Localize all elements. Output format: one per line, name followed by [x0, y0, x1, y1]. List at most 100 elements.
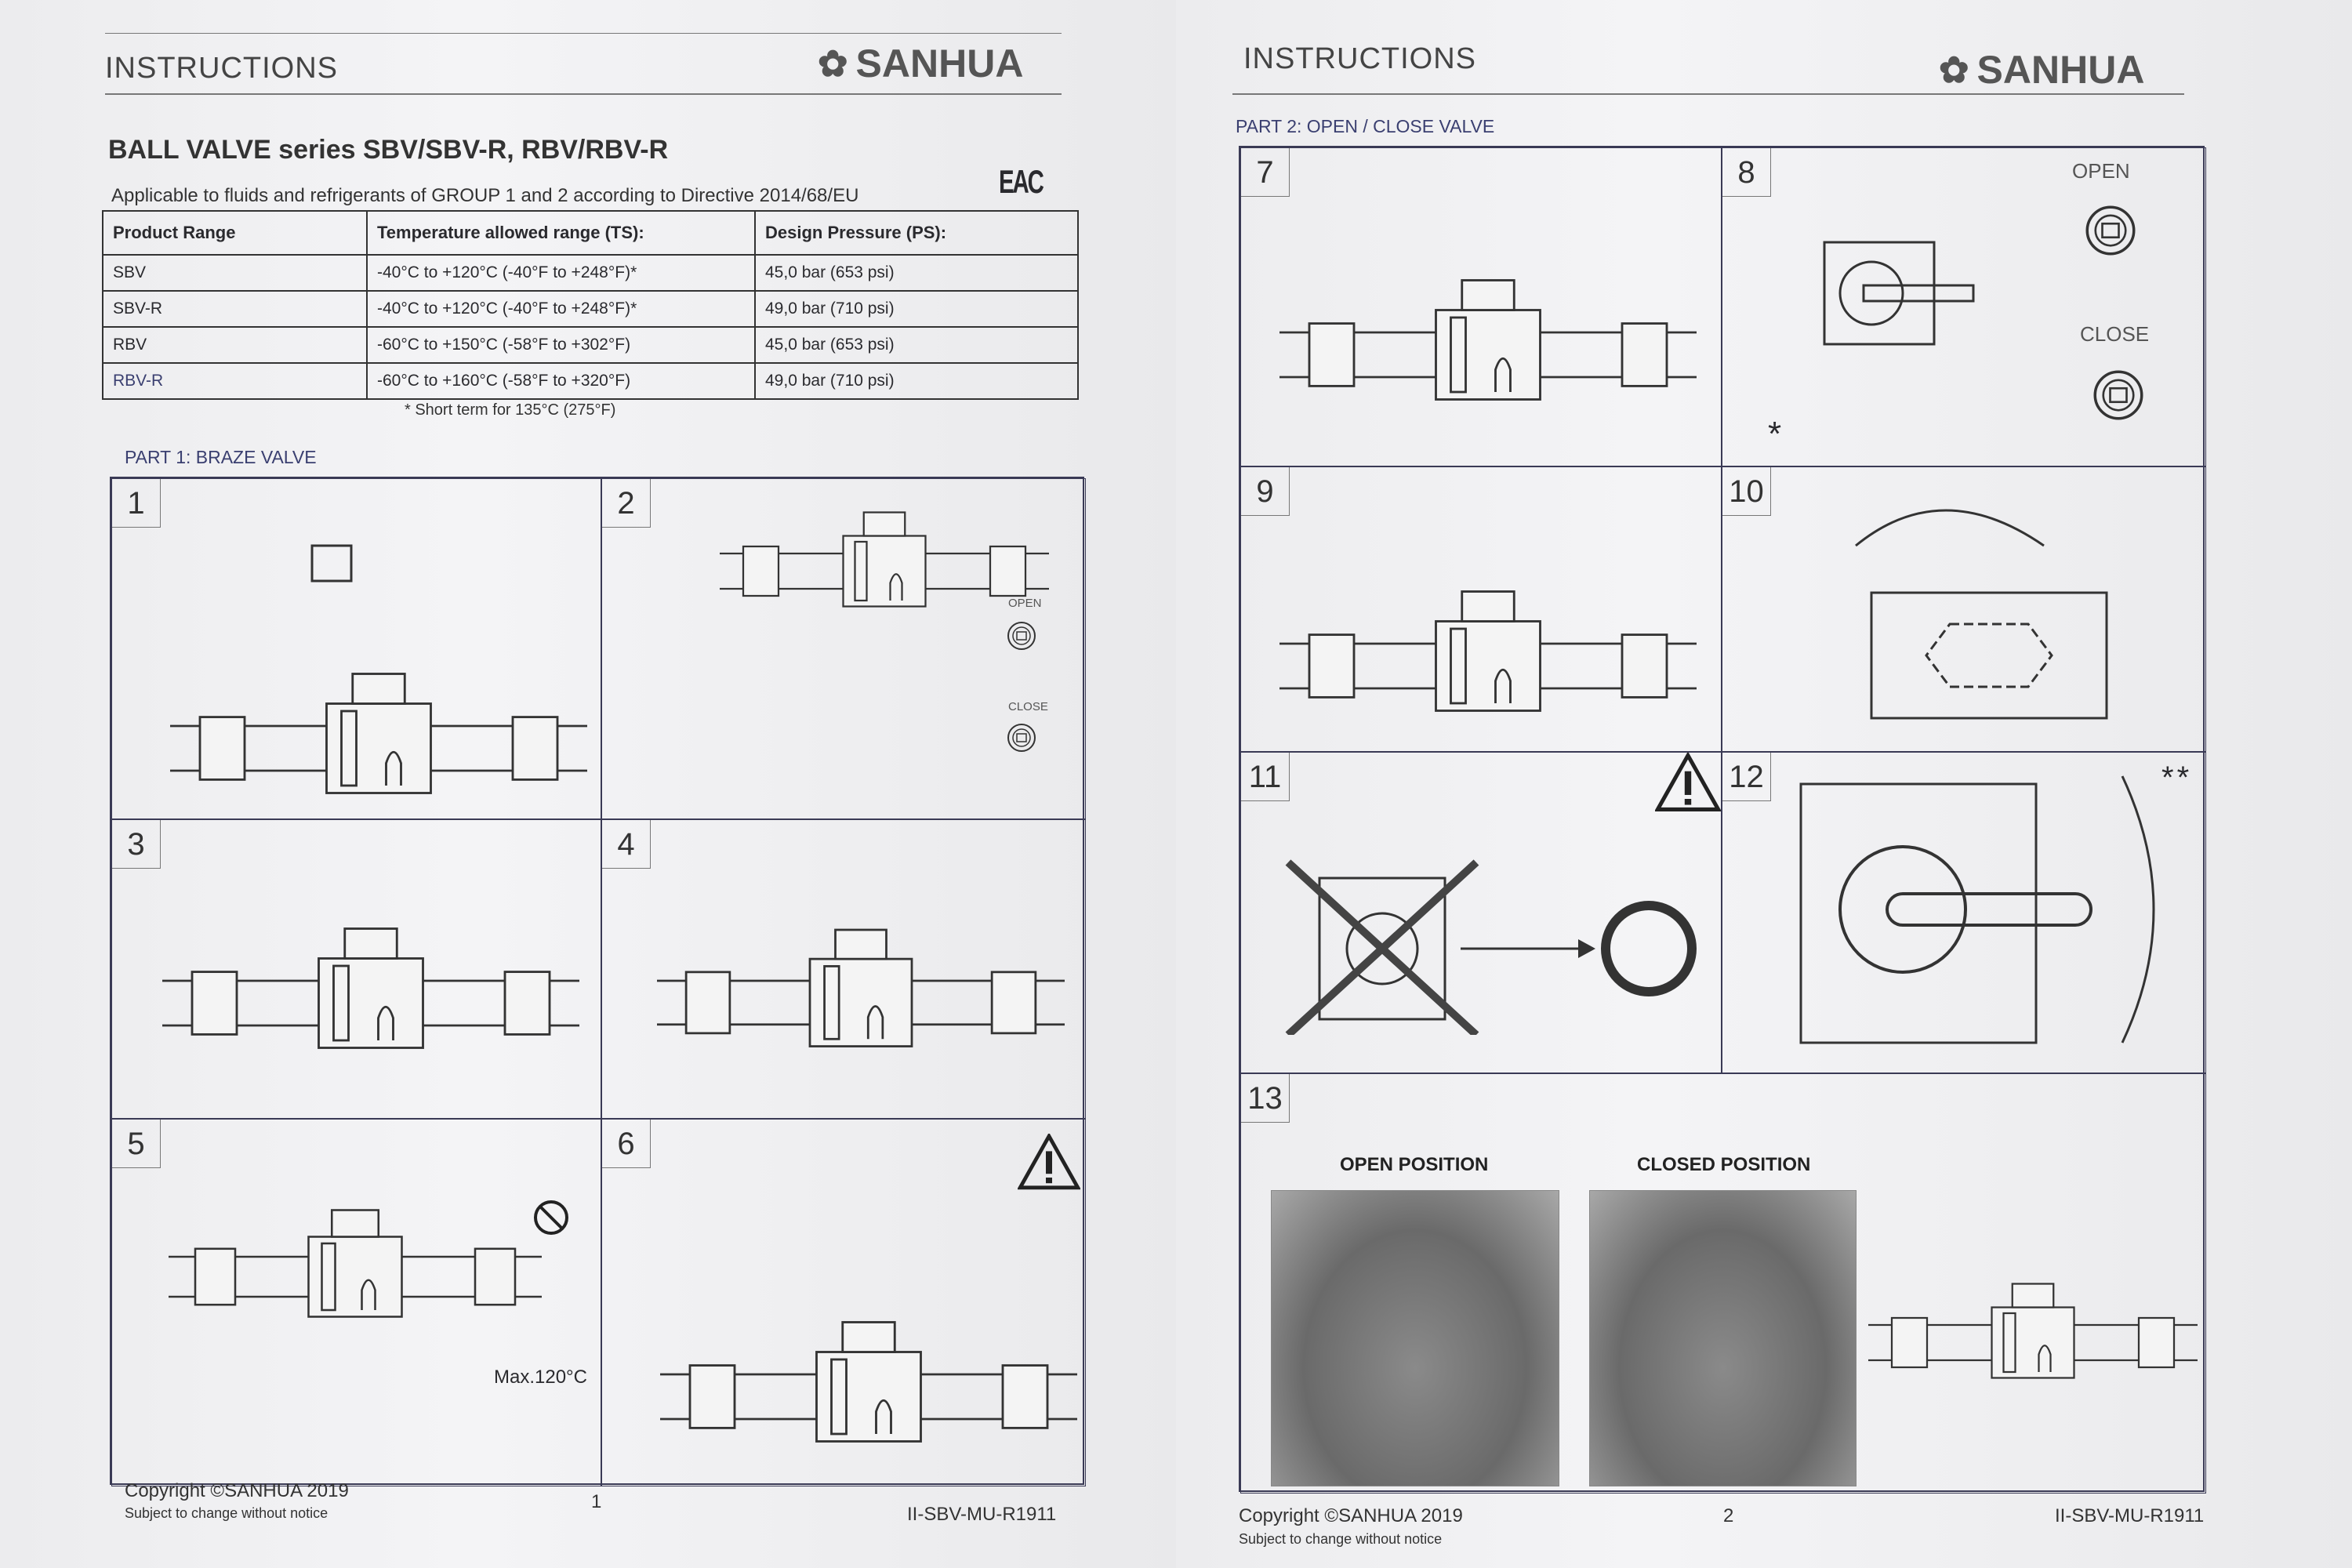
warning-icon — [1655, 753, 1721, 812]
closed-position-label: CLOSED POSITION — [1637, 1154, 1811, 1175]
step-5: 5 Max.120°C — [111, 1119, 601, 1486]
step-number: 13 — [1241, 1074, 1290, 1123]
step-number: 2 — [602, 479, 651, 528]
document-title: BALL VALVE series SBV/SBV-R, RBV/RBV-R — [108, 135, 669, 165]
brand-logo: ✿ SANHUA — [818, 41, 1023, 86]
open-label: OPEN — [2072, 159, 2130, 183]
note-asterisk: * — [1768, 415, 1782, 453]
step-7: 7 — [1240, 147, 1722, 466]
eac-mark: EAC — [998, 163, 1044, 200]
cell: 49,0 bar (710 psi) — [754, 362, 1079, 400]
close-knob-icon — [1006, 722, 1037, 753]
step-number: 5 — [112, 1120, 161, 1168]
valve-drawing — [720, 495, 1049, 612]
table-row: RBV-R-60°C to +160°C (-58°F to +320°F)49… — [102, 362, 1079, 400]
open-position-label: OPEN POSITION — [1340, 1154, 1489, 1175]
brand-name: SANHUA — [1976, 48, 2145, 92]
table-row: SBV-R-40°C to +120°C (-40°F to +248°F)*4… — [102, 290, 1079, 328]
step-number: 10 — [1722, 467, 1771, 516]
cell: SBV — [102, 254, 368, 292]
page-number: 1 — [591, 1491, 602, 1512]
left-page: INSTRUCTIONS ✿ SANHUA BALL VALVE series … — [0, 0, 1176, 1568]
warning-icon — [1018, 1134, 1080, 1190]
page-header: INSTRUCTIONS — [1243, 42, 1476, 75]
notice: Subject to change without notice — [125, 1505, 328, 1521]
cell: SBV-R — [102, 290, 368, 328]
footnote: * Short term for 135°C (275°F) — [405, 401, 616, 419]
valve-drawing — [167, 652, 590, 800]
closed-position-photo — [1589, 1190, 1857, 1486]
step-number: 9 — [1241, 467, 1290, 516]
step-6: 6 — [601, 1119, 1086, 1486]
valve-drawing — [1276, 258, 1700, 407]
page-number: 2 — [1723, 1505, 1734, 1526]
valve-handle-drawing — [1799, 775, 2155, 1044]
close-label: CLOSE — [2080, 322, 2150, 346]
copyright: Copyright ©SANHUA 2019 — [125, 1480, 349, 1501]
right-page: INSTRUCTIONS ✿ SANHUA PART 2: OPEN / CLO… — [1176, 0, 2352, 1568]
step-number: 11 — [1241, 753, 1290, 801]
cell: -40°C to +120°C (-40°F to +248°F)* — [366, 254, 756, 292]
applicability-text: Applicable to fluids and refrigerants of… — [111, 185, 859, 206]
table-row: SBV-40°C to +120°C (-40°F to +248°F)*45,… — [102, 254, 1079, 292]
step-2: 2 OPEN CLOSE — [601, 478, 1086, 819]
valve-drawing — [159, 906, 583, 1055]
cell: -60°C to +160°C (-58°F to +320°F) — [366, 362, 756, 400]
section-heading: PART 2: OPEN / CLOSE VALVE — [1236, 116, 1495, 136]
step-4: 4 — [601, 819, 1086, 1119]
open-position-photo — [1271, 1190, 1559, 1486]
cap-icon — [310, 544, 353, 583]
column-header: Product Range — [102, 210, 368, 256]
step-number: 12 — [1722, 753, 1771, 801]
incorrect-use-drawing — [1285, 859, 1697, 1035]
valve-drawing — [657, 906, 1065, 1055]
cell: 49,0 bar (710 psi) — [754, 290, 1079, 328]
column-header: Temperature allowed range (TS): — [366, 210, 756, 256]
valve-top-drawing — [1823, 241, 1975, 346]
step-number: 6 — [602, 1120, 651, 1168]
cell: 45,0 bar (653 psi) — [754, 254, 1079, 292]
spec-table: Product Range Temperature allowed range … — [102, 210, 1079, 400]
document-code: II-SBV-MU-R1911 — [907, 1504, 1057, 1525]
copyright: Copyright ©SANHUA 2019 — [1239, 1505, 1463, 1526]
valve-drawing — [657, 1300, 1080, 1449]
step-number: 7 — [1241, 148, 1290, 197]
step-number: 4 — [602, 820, 651, 869]
logo-icon: ✿ — [818, 43, 848, 84]
valve-drawing — [1276, 569, 1700, 718]
open-label: OPEN — [1008, 597, 1042, 610]
open-knob-icon — [1006, 620, 1037, 652]
step-grid-part2: 7 8 OPEN CLOSE * 9 10 11 12 ** 13 OPEN P… — [1239, 146, 2206, 1494]
brand-name: SANHUA — [855, 42, 1024, 85]
step-number: 3 — [112, 820, 161, 869]
cell: -60°C to +150°C (-58°F to +302°F) — [366, 326, 756, 364]
page-header: INSTRUCTIONS — [105, 52, 338, 85]
step-8: 8 OPEN CLOSE * — [1722, 147, 2206, 466]
document-code: II-SBV-MU-R1911 — [2055, 1505, 2205, 1526]
section-heading: PART 1: BRAZE VALVE — [125, 447, 317, 467]
step-11: 11 — [1240, 752, 1722, 1073]
valve-drawing — [167, 1190, 543, 1323]
valve-drawing — [1868, 1262, 2198, 1388]
step-9: 9 — [1240, 466, 1722, 752]
table-row: RBV-60°C to +150°C (-58°F to +302°F)45,0… — [102, 326, 1079, 364]
close-label: CLOSE — [1008, 700, 1048, 713]
step-number: 8 — [1722, 148, 1771, 197]
open-knob-icon — [2083, 203, 2138, 258]
step-10: 10 — [1722, 466, 2206, 752]
table-header-row: Product Range Temperature allowed range … — [102, 210, 1079, 256]
cell: RBV — [102, 326, 368, 364]
close-knob-icon — [2091, 368, 2146, 423]
step-3: 3 — [111, 819, 601, 1119]
no-flame-icon — [534, 1200, 568, 1235]
notice: Subject to change without notice — [1239, 1531, 1443, 1547]
step-grid-part1: 1 2 OPEN CLOSE 3 4 5 Max.120°C 6 — [110, 477, 1086, 1486]
column-header: Design Pressure (PS): — [754, 210, 1079, 256]
cell: -40°C to +120°C (-40°F to +248°F)* — [366, 290, 756, 328]
brand-logo: ✿ SANHUA — [1939, 47, 2144, 93]
cell: 45,0 bar (653 psi) — [754, 326, 1079, 364]
step-12: 12 ** — [1722, 752, 2206, 1073]
cell: RBV-R — [102, 362, 368, 400]
note-double-asterisk: ** — [2161, 760, 2193, 795]
max-temp-label: Max.120°C — [494, 1367, 587, 1388]
